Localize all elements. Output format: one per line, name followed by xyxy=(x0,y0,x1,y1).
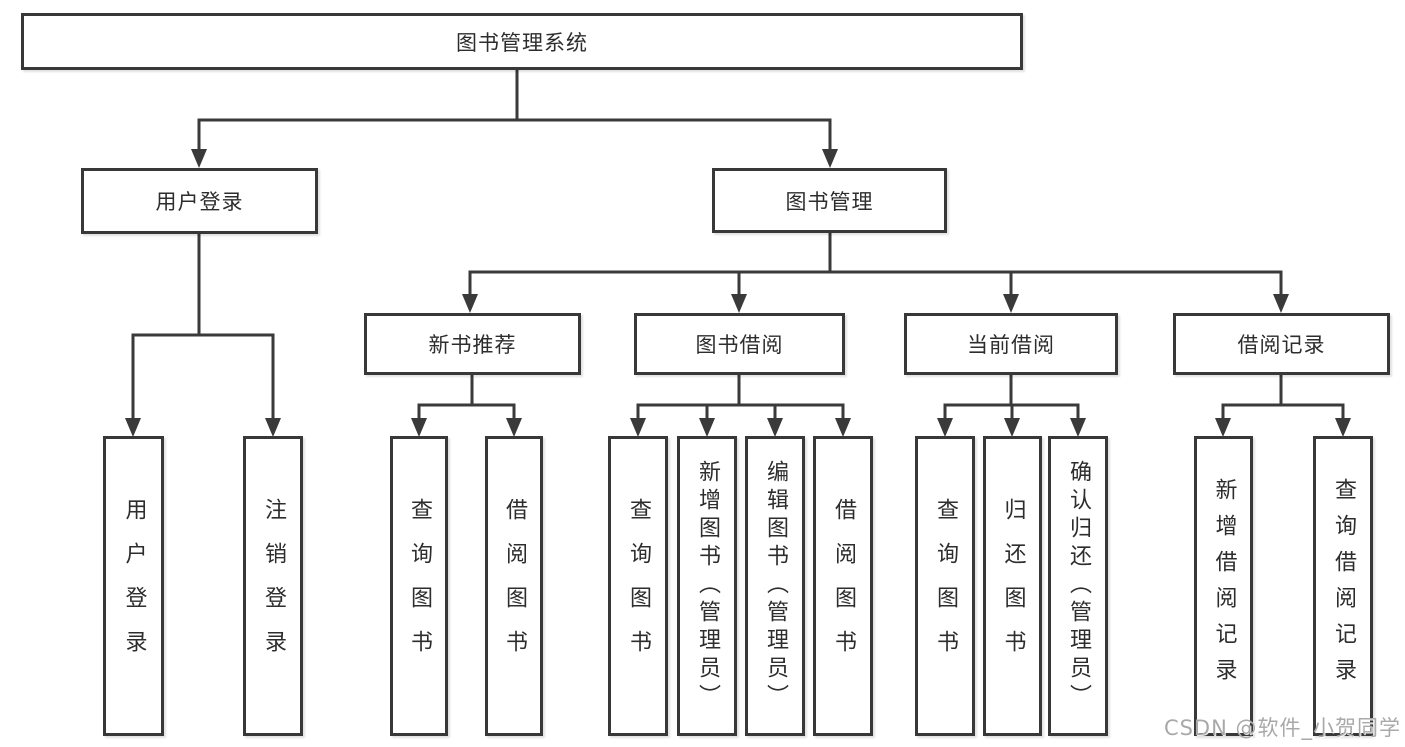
node-label: 图书借阅 xyxy=(695,333,784,357)
node-label: 图书管理系统 xyxy=(456,30,588,55)
leaf-bb-query-books: 查询图书 xyxy=(608,436,668,736)
leaf-label: 查询图书 xyxy=(407,498,432,674)
leaf-cb-return-books: 归还图书 xyxy=(983,436,1042,736)
node-label: 当前借阅 xyxy=(967,333,1055,357)
leaf-bb-edit-books-admin: 编辑图书（管理员） xyxy=(745,436,805,736)
node-label: 借阅记录 xyxy=(1237,333,1326,357)
leaf-label: 归还图书 xyxy=(1000,498,1026,674)
node-user-login: 用户登录 xyxy=(81,168,318,234)
leaf-br-query-record: 查询借阅记录 xyxy=(1313,436,1373,736)
leaf-cb-confirm-return-admin: 确认归还（管理员） xyxy=(1048,436,1108,736)
leaf-label: 查询借阅记录 xyxy=(1331,478,1356,694)
csdn-watermark: CSDN @软件_小贺同学 xyxy=(1163,716,1401,740)
node-new-book-recommend: 新书推荐 xyxy=(364,313,581,375)
leaf-label: 新增借阅记录 xyxy=(1211,478,1237,694)
leaf-label: 借阅图书 xyxy=(831,498,856,674)
leaf-cb-query-books: 查询图书 xyxy=(915,436,975,736)
leaf-bb-borrow-books: 借阅图书 xyxy=(813,436,873,736)
leaf-br-add-record: 新增借阅记录 xyxy=(1194,436,1253,736)
leaf-logout: 注销登录 xyxy=(243,436,303,736)
node-label: 用户登录 xyxy=(155,190,244,214)
node-book-management: 图书管理 xyxy=(712,168,947,233)
node-label: 图书管理 xyxy=(785,189,874,214)
leaf-label: 注销登录 xyxy=(261,498,286,674)
node-borrow-records: 借阅记录 xyxy=(1173,313,1390,375)
node-current-borrowing: 当前借阅 xyxy=(904,313,1118,375)
leaf-user-login: 用户登录 xyxy=(103,436,164,736)
leaf-label: 新增图书（管理员） xyxy=(695,460,720,712)
leaf-label: 编辑图书（管理员） xyxy=(763,460,788,712)
leaf-nbr-borrow-books: 借阅图书 xyxy=(485,436,543,736)
node-book-borrowing: 图书借阅 xyxy=(634,313,845,375)
leaf-label: 确认归还（管理员） xyxy=(1066,460,1091,712)
node-label: 新书推荐 xyxy=(428,333,517,357)
leaf-nbr-query-books: 查询图书 xyxy=(390,436,448,736)
leaf-bb-add-books-admin: 新增图书（管理员） xyxy=(677,436,737,736)
leaf-label: 用户登录 xyxy=(121,498,147,674)
leaf-label: 借阅图书 xyxy=(502,498,527,674)
node-library-management-system: 图书管理系统 xyxy=(21,13,1023,70)
leaf-label: 查询图书 xyxy=(626,498,651,674)
leaf-label: 查询图书 xyxy=(933,498,958,674)
